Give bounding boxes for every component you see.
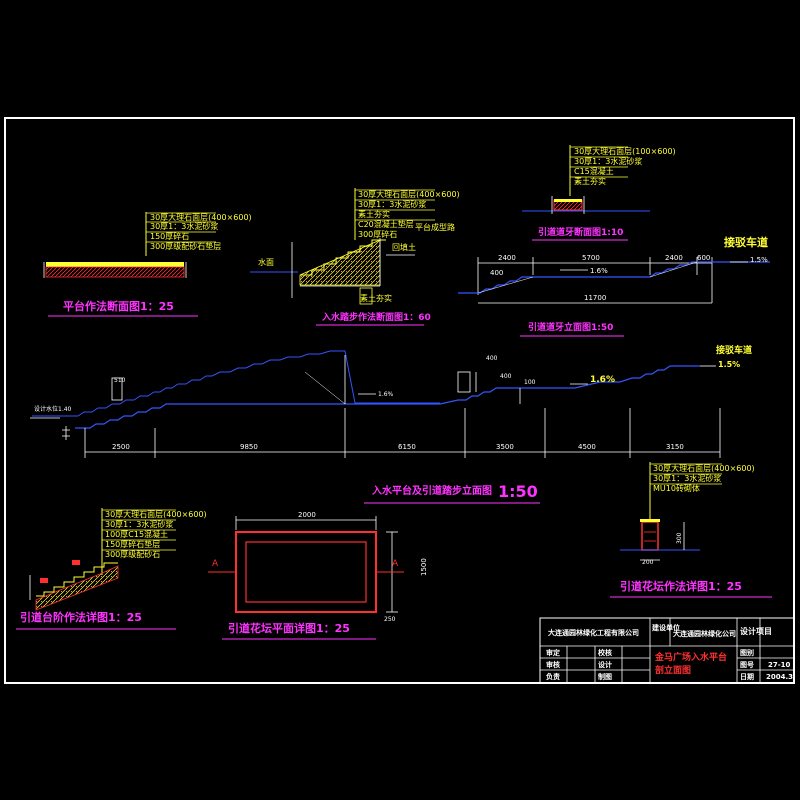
- planter-plan: 2000 1500 250 A A 引道花坛平面详图1：25: [208, 511, 428, 640]
- entry-base-note: 素土夯实: [360, 293, 392, 303]
- steps-note-5: 300厚级配砂石: [105, 549, 160, 559]
- entry-steps-section: 30厚大理石面层(400×600) 30厚1：3水泥砂浆 素土夯实 C20混凝土…: [250, 188, 460, 326]
- tb-role-5: 负责: [546, 672, 560, 681]
- tb-drawing-label: 图别: [740, 648, 754, 657]
- ramp-dim-5700: 5700: [582, 254, 600, 262]
- planter-dim-300: 300: [676, 532, 683, 544]
- ramp-slope: 1.6%: [590, 267, 608, 275]
- parking-label-1: 接驳车道: [724, 235, 768, 249]
- main-slope: 1.6%: [378, 391, 394, 398]
- backfill-note: 回填土: [392, 242, 416, 252]
- ramp-steps-caption: 引道台阶作法详图1：25: [20, 610, 142, 624]
- planter-dim-2000: 2000: [298, 511, 316, 519]
- main-dim-2500: 2500: [112, 443, 130, 451]
- entry-note-5: 300厚碎石: [358, 229, 397, 239]
- main-mark-510: 510: [114, 377, 126, 384]
- platform-section: 30厚大理石面层(400×600) 30厚1：3水泥砂浆 150厚碎石 300厚…: [43, 212, 252, 317]
- ramp-elevation-caption: 引道道牙立面图1:50: [528, 321, 613, 333]
- tb-role-4: 设计: [598, 660, 612, 669]
- platform-note-3: 150厚碎石: [150, 231, 189, 241]
- design-water-level: 设计水位1.40: [34, 405, 72, 413]
- drawing-frame: [4, 117, 795, 684]
- ramp-note-1: 30厚大理石面层(100×600): [574, 146, 676, 156]
- ramp-curb-section: 30厚大理石面层(100×600) 30厚1：3水泥砂浆 C15混凝土 素土夯实…: [522, 145, 676, 241]
- tb-drawing-title-1: 金马广场入水平台: [654, 651, 727, 663]
- tb-construction-label: 建设单位: [652, 623, 680, 632]
- tb-role-3: 审核: [546, 660, 560, 669]
- section-marker-left: A: [212, 559, 219, 569]
- tb-role-1: 审定: [546, 648, 560, 657]
- planter-dim-250: 250: [384, 616, 396, 623]
- ramp-dim-600: 600: [697, 254, 710, 262]
- tb-number-label: 图号: [740, 660, 754, 669]
- main-elevation-caption: 入水平台及引道踏步立面图: [372, 484, 492, 497]
- tb-design-label: 设计项目: [740, 626, 772, 636]
- ramp-dim-2400a: 2400: [498, 254, 516, 262]
- main-mark-400a: 400: [486, 355, 498, 362]
- tb-construction-unit: 大连通园林绿化公司: [673, 629, 736, 638]
- main-dim-3500: 3500: [496, 443, 514, 451]
- ramp-curb-caption: 引道道牙断面图1:10: [538, 226, 623, 238]
- ramp-note-2: 30厚1：3水泥砂浆: [574, 156, 642, 166]
- platform-edge-note: 平台成型路: [415, 222, 455, 232]
- main-dim-3150: 3150: [666, 443, 684, 451]
- planter-detail: 30厚大理石面层(400×600) 30厚1：3水泥砂浆 MU10砖砌体 300…: [610, 462, 772, 598]
- planter-dim-200: 200: [642, 559, 654, 566]
- entry-note-1: 30厚大理石面层(400×600): [358, 189, 460, 199]
- title-block: 大连通园林绿化工程有限公司 建设单位 大连通园林绿化公司 设计项目 审定 校核 …: [539, 617, 795, 684]
- steps-note-4: 150厚碎石垫层: [105, 539, 160, 549]
- main-elevation-scale: 1:50: [498, 482, 538, 501]
- ramp-dim-2400b: 2400: [665, 254, 683, 262]
- entry-steps-caption: 入水踏步作法断面图1：60: [321, 311, 431, 323]
- tb-role-6: 制图: [598, 672, 612, 681]
- water-level-note: 水面: [258, 257, 274, 267]
- entry-note-4: C20混凝土垫层: [358, 219, 414, 229]
- entry-note-3: 素土夯实: [358, 209, 390, 219]
- platform-section-caption: 平台作法断面图1：25: [63, 299, 174, 313]
- planter-note-3: MU10砖砌体: [653, 483, 700, 493]
- tb-company: 大连通园林绿化工程有限公司: [548, 628, 639, 637]
- tb-date: 2004.3: [766, 673, 793, 681]
- main-dim-9850: 9850: [240, 443, 258, 451]
- planter-detail-caption: 引道花坛作法详图1：25: [620, 579, 742, 593]
- parking-label-2: 接驳车道: [716, 344, 752, 356]
- tb-role-2: 校核: [598, 648, 612, 657]
- platform-note-4: 300厚级配砂石垫层: [150, 241, 221, 251]
- tb-drawing-no: 27-10: [768, 661, 791, 669]
- ramp-slope-right: 1.5%: [750, 256, 768, 264]
- platform-note-1: 30厚大理石面层(400×600): [150, 212, 252, 222]
- main-slope-3: 1.5%: [718, 360, 740, 369]
- steps-note-1: 30厚大理石面层(400×600): [105, 509, 207, 519]
- section-marker-right: A: [392, 559, 399, 569]
- main-elevation: 设计水位1.40 510 1.6% 400 400 100 1.6% 接驳车道 …: [30, 344, 752, 504]
- planter-note-2: 30厚1：3水泥砂浆: [653, 473, 721, 483]
- platform-note-2: 30厚1：3水泥砂浆: [150, 221, 218, 231]
- main-dim-4500: 4500: [578, 443, 596, 451]
- main-slope-2: 1.6%: [590, 375, 615, 385]
- steps-note-2: 30厚1：3水泥砂浆: [105, 519, 173, 529]
- ramp-note-4: 素土夯实: [574, 176, 606, 186]
- tb-drawing-title-2: 剖立面图: [655, 664, 691, 676]
- planter-dim-1500: 1500: [420, 558, 428, 576]
- main-mark-100: 100: [524, 379, 536, 386]
- ramp-steps-detail: 30厚大理石面层(400×600) 30厚1：3水泥砂浆 100厚C15混凝土 …: [16, 508, 207, 630]
- steps-note-3: 100厚C15混凝土: [105, 529, 168, 539]
- ramp-elevation: 接驳车道 2400 5700 2400 600 400 1.6% 1.5% 11…: [458, 235, 770, 337]
- planter-plan-caption: 引道花坛平面详图1：25: [228, 621, 350, 635]
- main-mark-400b: 400: [500, 373, 512, 380]
- planter-note-1: 30厚大理石面层(400×600): [653, 463, 755, 473]
- ramp-dim-11700: 11700: [584, 294, 606, 302]
- ramp-note-3: C15混凝土: [574, 166, 614, 176]
- main-dim-6150: 6150: [398, 443, 416, 451]
- entry-note-2: 30厚1：3水泥砂浆: [358, 199, 426, 209]
- ramp-dim-400: 400: [490, 269, 503, 277]
- tb-date-label: 日期: [740, 672, 754, 681]
